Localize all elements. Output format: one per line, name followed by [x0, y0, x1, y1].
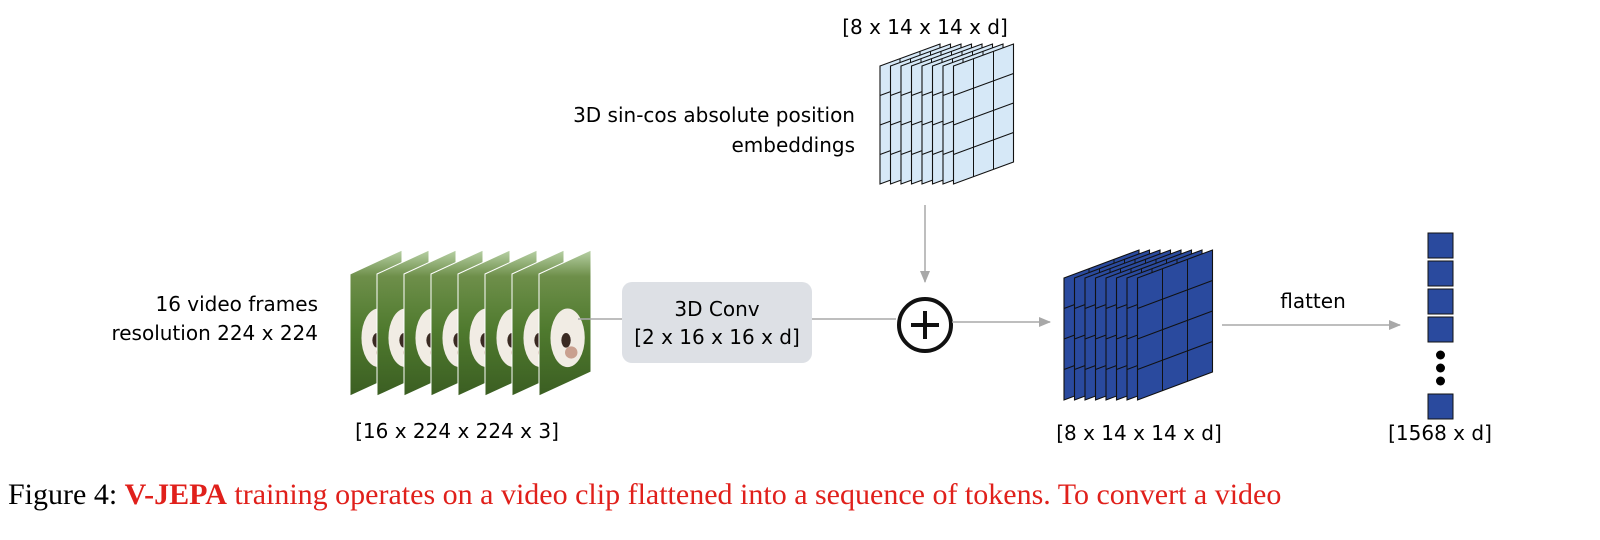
- token-sequence-column: [1428, 233, 1453, 419]
- ellipsis-dot: [1436, 351, 1445, 360]
- conv3d-block: 3D Conv [2 x 16 x 16 x d]: [622, 282, 812, 363]
- input-frames-label-line2: resolution 224 x 224: [111, 321, 318, 345]
- add-operator: +: [899, 299, 951, 351]
- sequence-token: [1428, 317, 1453, 342]
- sequence-shape-label: [1568 x d]: [1388, 421, 1492, 445]
- conv3d-title: 3D Conv: [674, 297, 759, 321]
- caption-text: training operates on a video clip flatte…: [234, 478, 1281, 511]
- token-grid-stack: [1064, 250, 1213, 400]
- caption-model-name: V-JEPA: [125, 478, 227, 511]
- video-frames-stack: [350, 250, 591, 396]
- pos-embedding-grid-stack: [880, 44, 1014, 184]
- sequence-token: [1428, 233, 1453, 258]
- input-frames-label-line1: 16 video frames: [155, 292, 318, 316]
- sequence-token-last: [1428, 394, 1453, 419]
- pos-embedding-layer: [954, 44, 1014, 184]
- tokens-shape-label: [8 x 14 x 14 x d]: [1056, 421, 1222, 445]
- input-shape-label: [16 x 224 x 224 x 3]: [355, 419, 559, 443]
- ellipsis-dot: [1436, 377, 1445, 386]
- sequence-token: [1428, 289, 1453, 314]
- flatten-label: flatten: [1280, 289, 1346, 313]
- ellipsis-dot: [1436, 364, 1445, 373]
- figure-caption: Figure 4: V-JEPA training operates on a …: [8, 478, 1598, 512]
- sequence-token: [1428, 261, 1453, 286]
- pos-embedding-shape: [8 x 14 x 14 x d]: [842, 15, 1008, 39]
- conv3d-shape: [2 x 16 x 16 x d]: [634, 325, 800, 349]
- caption-prefix: Figure 4:: [8, 478, 117, 511]
- video-frame: [539, 250, 591, 396]
- pos-embedding-label-line1: 3D sin-cos absolute position: [573, 103, 855, 127]
- pos-embedding-label-line2: embeddings: [731, 133, 855, 157]
